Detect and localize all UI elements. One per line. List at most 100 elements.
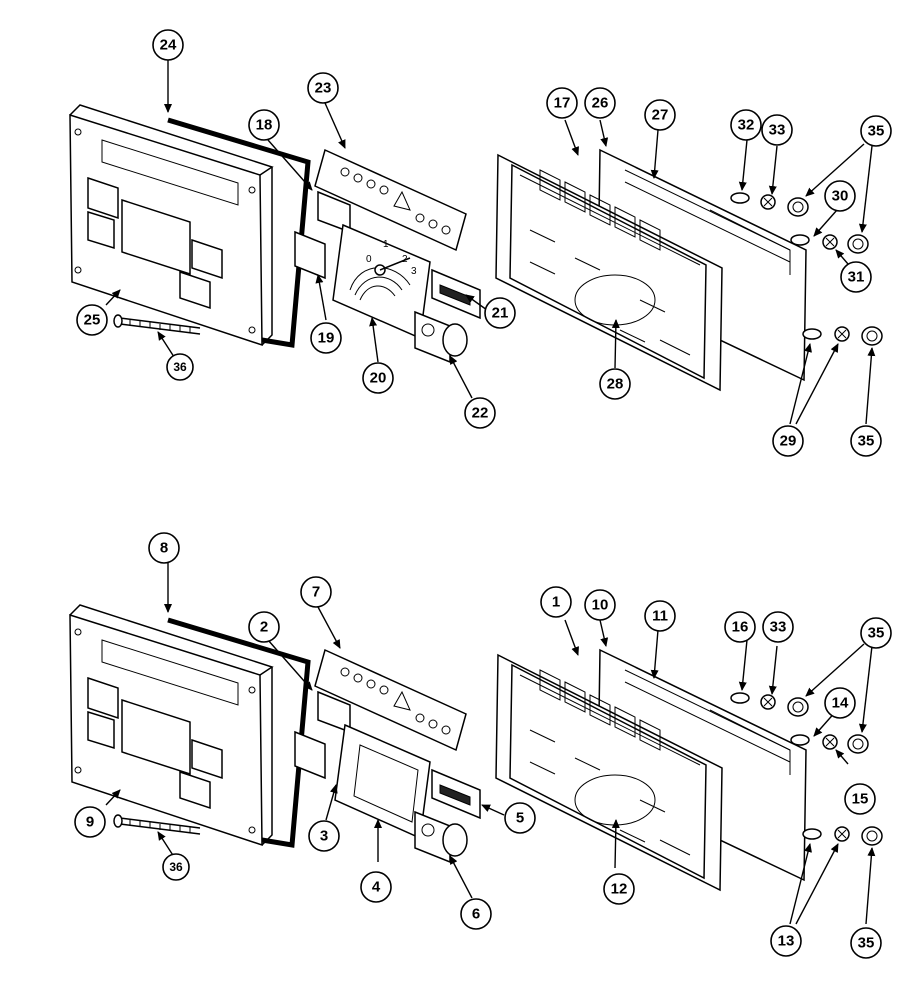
callout: 24 <box>152 29 184 61</box>
cap-35b <box>847 234 869 254</box>
callout: 7 <box>300 576 332 608</box>
callouts-bottom: 8 7 2 3 4 5 6 9 36 1 10 11 16 33 35 14 1… <box>74 532 892 959</box>
holder-31 <box>822 234 838 250</box>
svg-text:27: 27 <box>652 107 669 124</box>
callout: 28 <box>599 368 631 400</box>
svg-text:35: 35 <box>868 625 885 642</box>
callout: 25 <box>76 304 108 336</box>
svg-text:1: 1 <box>552 594 560 611</box>
svg-text:32: 32 <box>738 117 755 134</box>
svg-text:19: 19 <box>318 330 335 347</box>
svg-text:9: 9 <box>86 814 94 831</box>
callout: 9 <box>74 806 106 838</box>
cap-35e <box>847 734 869 754</box>
svg-text:31: 31 <box>848 269 865 286</box>
callout: 1 <box>540 586 572 618</box>
cap-35f <box>861 826 883 846</box>
gauge-marks: 0 1 2 3 <box>366 239 417 277</box>
holder-15 <box>822 734 838 750</box>
svg-text:30: 30 <box>832 188 849 205</box>
svg-text:18: 18 <box>256 117 273 134</box>
bulb-30 <box>790 234 810 246</box>
callout: 29 <box>772 425 804 457</box>
svg-text:10: 10 <box>592 597 609 614</box>
bulb-29 <box>802 328 822 340</box>
callout: 35 <box>860 115 892 147</box>
holder-13 <box>834 826 850 842</box>
svg-text:35: 35 <box>868 123 885 140</box>
callout: 15 <box>844 783 876 815</box>
callout: 23 <box>307 72 339 104</box>
callout: 2 <box>248 611 280 643</box>
svg-text:7: 7 <box>312 584 320 601</box>
holder-33b <box>760 694 776 710</box>
leader-lines-top <box>105 60 876 425</box>
svg-text:11: 11 <box>652 608 668 625</box>
callout: 31 <box>840 261 872 293</box>
bulb-16 <box>730 692 750 704</box>
callout: 22 <box>464 397 496 429</box>
callouts-top: 24 23 18 19 20 21 22 25 36 17 26 27 32 3… <box>76 29 892 457</box>
knob-bottom <box>414 811 468 863</box>
callout: 33 <box>761 114 793 146</box>
cap-35c <box>861 326 883 346</box>
bulb-14 <box>790 734 810 746</box>
svg-text:33: 33 <box>770 619 787 636</box>
svg-text:35: 35 <box>858 433 875 450</box>
svg-text:20: 20 <box>370 370 387 387</box>
callout: 21 <box>484 297 516 329</box>
svg-text:26: 26 <box>592 95 609 112</box>
top-assembly <box>69 104 883 391</box>
svg-text:23: 23 <box>315 80 332 97</box>
svg-text:17: 17 <box>554 95 571 112</box>
callout: 18 <box>248 109 280 141</box>
callout: 17 <box>546 87 578 119</box>
callout: 3 <box>308 820 340 852</box>
svg-text:36: 36 <box>173 360 187 374</box>
svg-text:6: 6 <box>472 906 480 923</box>
callout: 12 <box>603 873 635 905</box>
holder-29 <box>834 326 850 342</box>
callout: 13 <box>770 925 802 957</box>
svg-text:24: 24 <box>160 37 177 54</box>
svg-text:28: 28 <box>607 376 624 393</box>
svg-text:2: 2 <box>260 619 268 636</box>
callout: 35 <box>860 617 892 649</box>
cap-35d <box>787 697 809 717</box>
svg-text:13: 13 <box>778 933 795 950</box>
callout: 33 <box>762 611 794 643</box>
svg-text:29: 29 <box>780 433 797 450</box>
callout: 10 <box>584 589 616 621</box>
bulb-32 <box>730 192 750 204</box>
callout: 19 <box>310 322 342 354</box>
bulb-13 <box>802 828 822 840</box>
switch-block-bottom <box>431 769 481 819</box>
svg-text:5: 5 <box>516 810 524 827</box>
holder-33 <box>760 194 776 210</box>
callout: 36 <box>166 353 194 381</box>
svg-text:3: 3 <box>320 828 328 845</box>
callout: 6 <box>460 898 492 930</box>
callout: 16 <box>724 611 756 643</box>
callout: 4 <box>360 871 392 903</box>
svg-text:12: 12 <box>611 881 628 898</box>
callout: 36 <box>162 853 190 881</box>
callout: 5 <box>504 802 536 834</box>
gauge-mark: 3 <box>411 266 417 277</box>
callout: 8 <box>148 532 180 564</box>
callout: 30 <box>824 180 856 212</box>
callout: 11 <box>644 600 676 632</box>
svg-text:16: 16 <box>732 619 749 636</box>
callout: 14 <box>824 687 856 719</box>
callout: 32 <box>730 109 762 141</box>
svg-text:33: 33 <box>769 122 786 139</box>
gauge-mark: 0 <box>366 254 372 265</box>
callout: 35 <box>850 927 882 959</box>
svg-text:22: 22 <box>472 405 489 422</box>
svg-text:8: 8 <box>160 540 168 557</box>
svg-text:15: 15 <box>852 791 869 808</box>
svg-text:36: 36 <box>169 860 183 874</box>
callout: 26 <box>584 87 616 119</box>
svg-text:35: 35 <box>858 935 875 952</box>
svg-text:25: 25 <box>84 312 101 329</box>
